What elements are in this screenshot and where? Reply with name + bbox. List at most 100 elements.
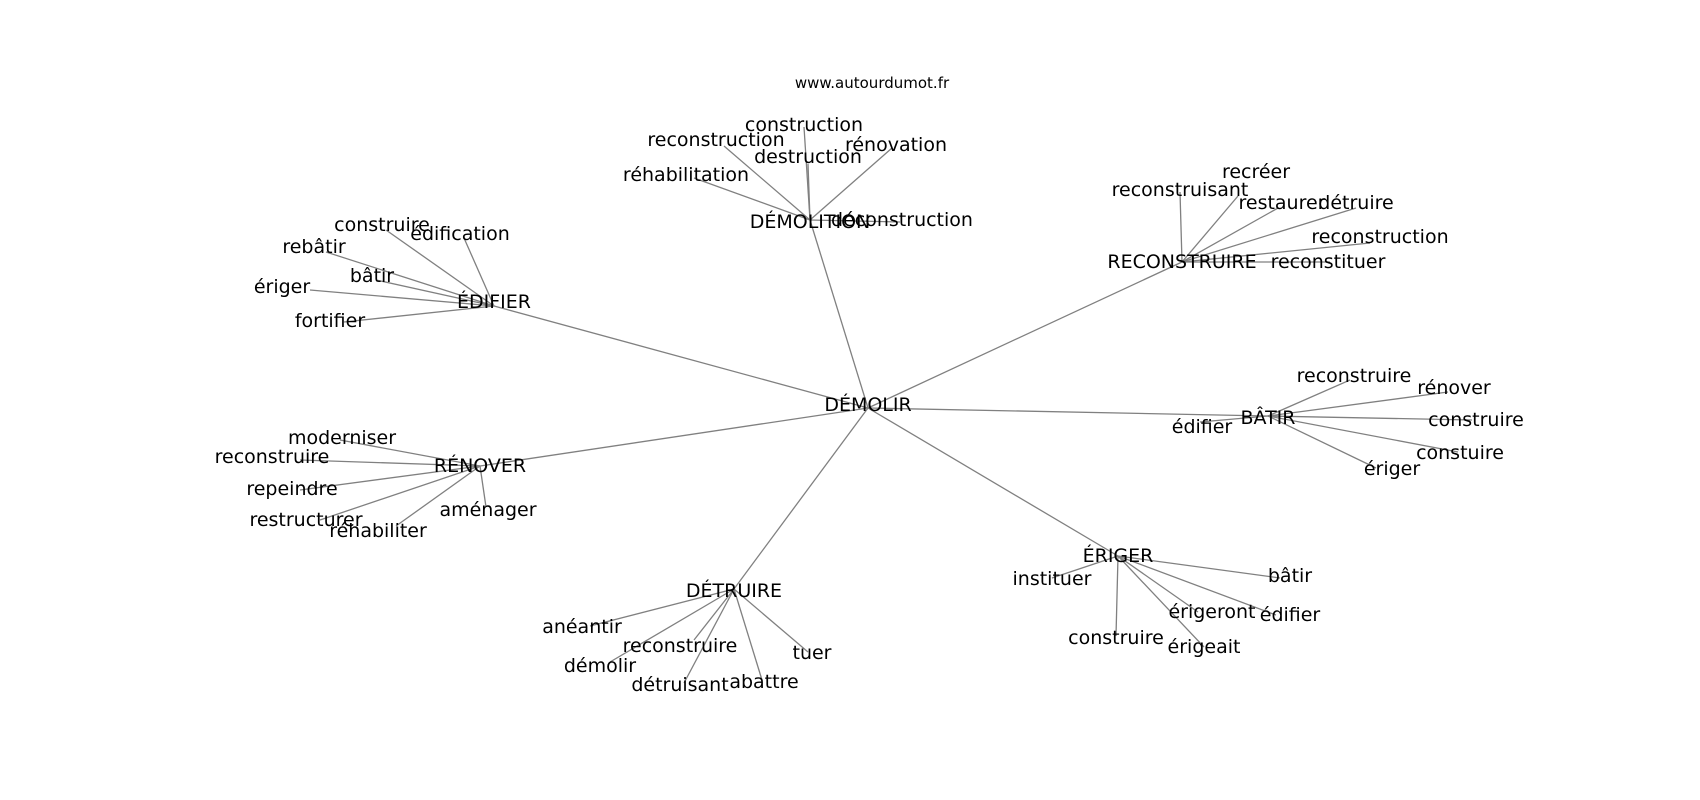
edge (1181, 195, 1239, 263)
leaf-node-label: détruisant (631, 674, 728, 696)
leaf-node-label: édifier (1172, 416, 1233, 438)
leaf-node-label: reconstruire (215, 446, 330, 468)
leaf-node-label: restructurer (249, 509, 362, 531)
leaf-node-label: reconstruction (647, 129, 784, 151)
branch-node-label: BÂTIR (1241, 406, 1296, 429)
edge (809, 147, 893, 221)
edge (1117, 555, 1277, 616)
leaf-node-label: reconstruction (1311, 226, 1448, 248)
leaf-node-label: rebâtir (282, 236, 346, 258)
edge (325, 251, 495, 307)
edge (723, 145, 811, 221)
edge (809, 219, 869, 409)
edge (299, 459, 481, 467)
edge (807, 163, 811, 221)
edge (1181, 207, 1357, 263)
edge (1267, 415, 1377, 469)
edge (867, 407, 1119, 557)
edge (1115, 555, 1119, 637)
edge (733, 588, 809, 653)
leaf-node-label: ériger (254, 276, 311, 298)
leaf-node-label: démolir (564, 655, 636, 677)
edge (867, 407, 1269, 417)
edge (309, 289, 495, 307)
leaf-node-label: érigeait (1168, 636, 1241, 658)
edge (479, 407, 869, 467)
edge (385, 229, 495, 307)
edge (493, 305, 869, 409)
leaf-node-label: réhabiliter (329, 520, 427, 542)
edge (809, 219, 901, 223)
edge (1051, 555, 1119, 579)
leaf-node-label: tuer (793, 642, 832, 664)
leaf-node-label: construire (1068, 627, 1164, 649)
leaf-node-label: anéantir (542, 616, 622, 638)
leaf-node-label: construire (1428, 409, 1524, 431)
edge (589, 588, 735, 627)
edges (299, 126, 1473, 684)
edge (733, 588, 763, 681)
leaf-node-label: restaurer (1238, 192, 1325, 214)
branch-node-label: DÉTRUIRE (686, 579, 782, 602)
leaf-node-label: bâtir (1268, 565, 1312, 587)
leaf-node-label: déconstruction (831, 209, 973, 231)
site-url: www.autourdumot.fr (795, 74, 950, 92)
edge (339, 439, 481, 467)
leaf-node-label: aménager (439, 499, 536, 521)
edge (609, 588, 735, 663)
edge (1117, 555, 1199, 613)
edge (1267, 379, 1351, 417)
edge (343, 305, 495, 323)
leaf-node-label: instituer (1013, 568, 1092, 590)
leaf-node-label: repeindre (246, 478, 337, 500)
leaf-node-label: abattre (729, 671, 798, 693)
edge (867, 261, 1183, 409)
edge (733, 407, 869, 590)
leaf-node-label: édifier (1260, 604, 1321, 626)
edge (299, 465, 481, 491)
leaf-node-label: moderniser (288, 427, 396, 449)
leaf-node-label: recréer (1222, 161, 1290, 183)
leaf-node-label: fortifier (295, 310, 366, 332)
edge (1267, 391, 1449, 417)
branch-node-label: DÉMOLITION (750, 210, 871, 233)
edge (395, 465, 481, 527)
leaf-node-label: rénover (1417, 377, 1491, 399)
labels: DÉMOLIRDÉMOLITIONconstructionreconstruct… (215, 114, 1524, 696)
edge (463, 237, 495, 307)
leaf-node-label: construction (745, 114, 863, 136)
edge (1117, 555, 1281, 579)
leaf-node-label: bâtir (350, 265, 394, 287)
edge (479, 465, 487, 508)
edge (375, 279, 495, 307)
branch-node-label: ÉRIGER (1083, 544, 1154, 567)
edge (1181, 207, 1279, 263)
edge (319, 465, 481, 521)
leaf-node-label: érigeront (1168, 601, 1255, 623)
edge (1117, 555, 1205, 648)
leaf-node-label: destruction (754, 146, 862, 168)
leaf-node-label: reconstituer (1271, 251, 1386, 273)
branch-node-label: RECONSTRUIRE (1107, 251, 1256, 273)
leaf-node-label: réhabilitation (623, 164, 749, 186)
edge (693, 588, 735, 641)
leaf-node-label: rénovation (845, 134, 947, 156)
leaf-node-label: reconstruire (1297, 365, 1412, 387)
edge (683, 588, 735, 684)
leaf-node-label: reconstruire (623, 635, 738, 657)
leaf-node-label: construire (334, 214, 430, 236)
edge (1267, 415, 1459, 453)
leaf-node-label: constuire (1416, 442, 1504, 464)
edge (1267, 415, 1473, 421)
leaf-node-label: détruire (1318, 192, 1393, 214)
edge (1181, 242, 1371, 263)
edge (693, 177, 811, 221)
leaf-node-label: ériger (1364, 458, 1421, 480)
edge (1179, 191, 1183, 263)
leaf-node-label: édification (410, 223, 509, 245)
edge (1199, 415, 1269, 423)
leaf-node-label: reconstruisant (1112, 179, 1249, 201)
root-node-label: DÉMOLIR (824, 393, 911, 416)
branch-node-label: RÉNOVER (434, 454, 526, 477)
